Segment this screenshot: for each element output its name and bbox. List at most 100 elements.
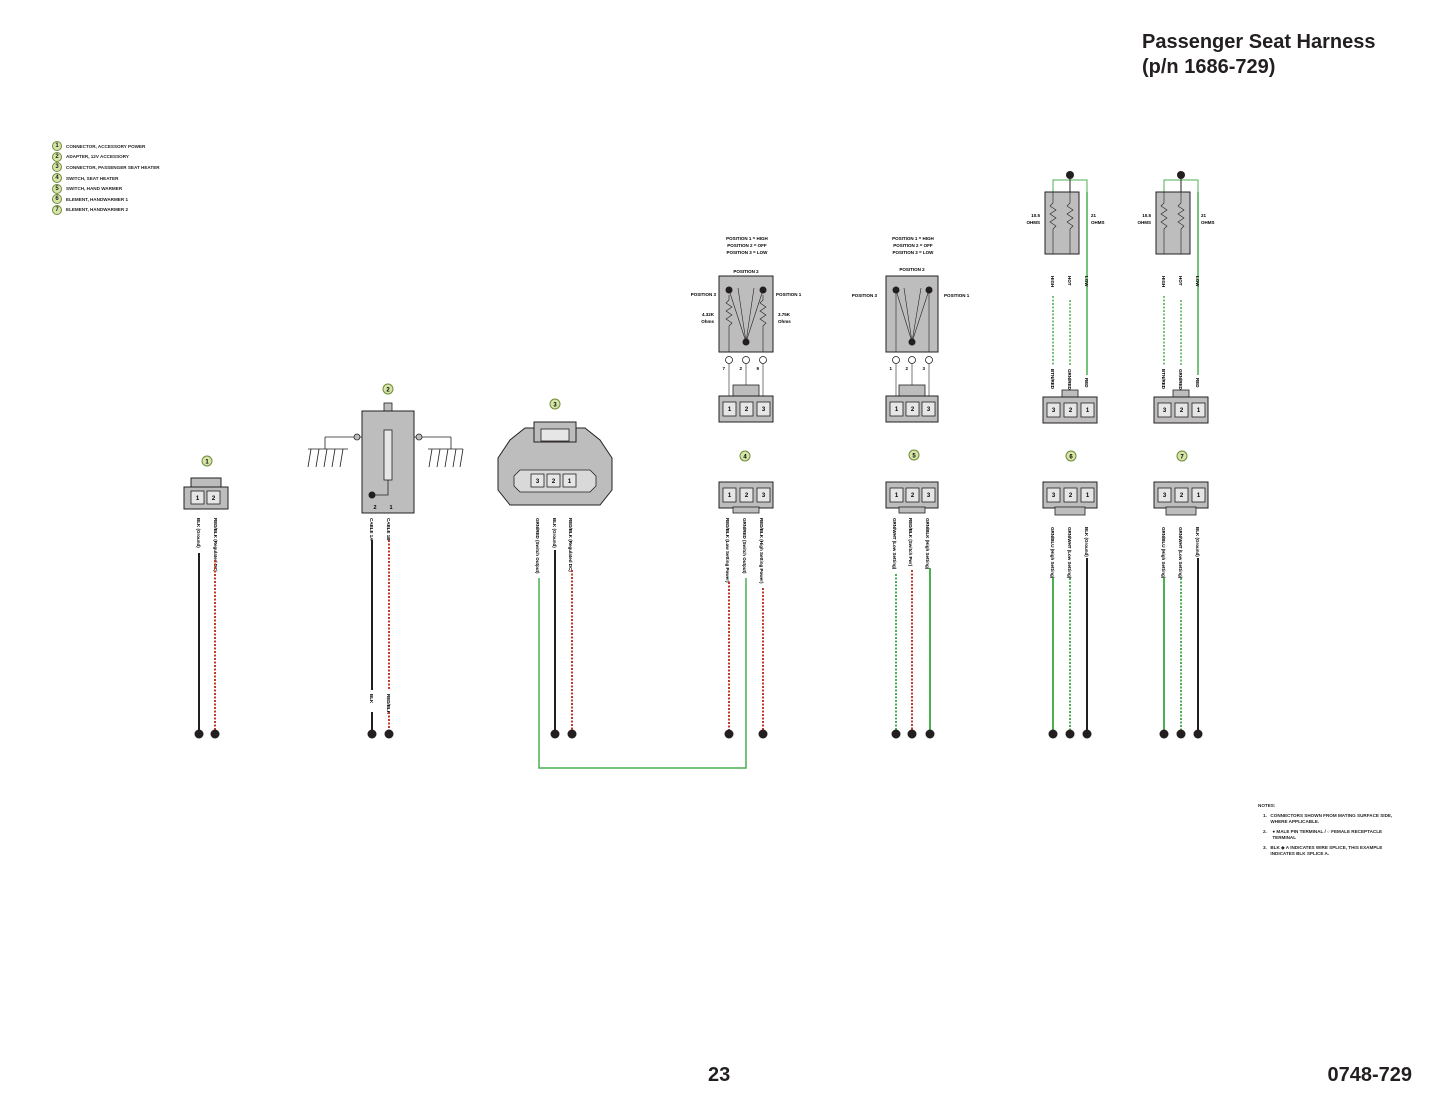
resistance-label: 21 <box>1201 213 1207 218</box>
wire-end-label: GRN/RED <box>1067 369 1072 391</box>
resistance-label: 4.32K <box>702 312 715 317</box>
resistance-label: 3.75K <box>778 312 791 317</box>
svg-text:1: 1 <box>1086 408 1090 414</box>
position-note: POSITION 1 = HIGH <box>726 236 768 241</box>
wire-function-label: HIGH <box>1050 276 1055 287</box>
wire-function-label: HOT <box>1067 276 1072 286</box>
svg-text:3: 3 <box>1163 408 1167 414</box>
legend-badge: 3 <box>52 162 62 173</box>
wire-label: RED/BLK (Regulated DC) <box>568 518 573 572</box>
legend-badge: 4 <box>52 173 62 184</box>
wire-label: GRN/WHT (Low Setting) <box>892 518 897 570</box>
terminal-num: 1 <box>889 366 892 371</box>
position-note: POSITION 3 = LOW <box>727 250 769 255</box>
svg-text:1: 1 <box>728 407 732 413</box>
position-note: POSITION 2 = OFF <box>893 243 933 248</box>
note-item: 2.● MALE PIN TERMINAL / ○ FEMALE RECEPTA… <box>1258 829 1398 841</box>
connector-1-badge <box>201 455 213 467</box>
terminal-num: 2 <box>739 366 742 371</box>
connector-4-badge-num: 4 <box>743 455 747 461</box>
pin-label: 1 <box>895 493 899 499</box>
wire-function-label: LOW <box>1084 276 1089 287</box>
svg-text:2: 2 <box>1180 408 1184 414</box>
position-label: POSITION 1 <box>776 292 802 297</box>
pin-label: 2 <box>911 493 915 499</box>
pin-label: 2 <box>745 493 749 499</box>
connector-2-badge-num: 2 <box>386 388 390 394</box>
position-label: POSITION 2 <box>733 269 759 274</box>
connector-2: 2 2 1 CABLE 1A CABLE 1B BLK RED/BLK <box>307 383 464 739</box>
wire-label: GRN/WHT (Low Setting) <box>1067 527 1072 579</box>
position-label: POSITION 2 <box>899 267 925 272</box>
note-item: 1.CONNECTORS SHOWN FROM MATING SURFACE S… <box>1258 813 1398 825</box>
position-note: POSITION 3 = LOW <box>893 250 935 255</box>
resistance-unit: OHMS <box>1201 220 1215 225</box>
pin-label: 2 <box>552 479 556 485</box>
terminal-num: 9 <box>756 366 759 371</box>
title-line-2: (p/n 1686-729) <box>1142 56 1276 78</box>
wire-end-label: RED <box>1084 378 1089 388</box>
wire-end-label: BTN/RED <box>1161 369 1166 390</box>
legend-label: ADAPTER, 12V ACCESSORY <box>66 154 129 160</box>
document-number: 0748-729 <box>1327 1064 1412 1086</box>
legend-badge: 1 <box>52 141 62 152</box>
connector-5: POSITION 1 = HIGH POSITION 2 = OFF POSIT… <box>852 236 970 739</box>
svg-text:2: 2 <box>745 407 749 413</box>
wire-label: GRN/WHT (Low Setting) <box>1178 527 1183 579</box>
position-label: POSITION 1 <box>944 293 970 298</box>
terminal-num: 2 <box>905 366 908 371</box>
note-text: ● MALE PIN TERMINAL / ○ FEMALE RECEPTACL… <box>1272 829 1383 840</box>
page-title: Passenger Seat Harness (p/n 1686-729) <box>1142 30 1375 80</box>
element-6-body <box>1044 191 1080 255</box>
legend-badge: 7 <box>52 204 62 215</box>
wire-label: BLK (Ground) <box>1195 527 1200 557</box>
wire-end-label: RED/BLK <box>386 694 391 715</box>
wire-label: RED/BLK (Switch Pwr) <box>908 518 913 567</box>
position-note: POSITION 1 = HIGH <box>892 236 934 241</box>
pin-label: 1 <box>728 493 732 499</box>
position-label: POSITION 3 <box>852 293 878 298</box>
wire-end-label: RED <box>1195 378 1200 388</box>
terminal-male <box>194 729 204 739</box>
resistance-unit: Ohms <box>778 319 791 324</box>
resistance-label: 21 <box>1091 213 1097 218</box>
connector-7: 10.5 OHMS 21 OHMS HIGH HOT LOW BTN/RED G… <box>1138 171 1215 739</box>
connector-6-badge-num: 6 <box>1069 455 1073 461</box>
legend-item: 1 CONNECTOR, ACCESSORY POWER <box>52 141 160 152</box>
wire-label: BLK (Ground) <box>196 518 201 548</box>
wire-label: GRN/BLU (High Setting) <box>1050 527 1055 579</box>
pin-label: 3 <box>927 493 931 499</box>
pin-label: 2 <box>373 505 376 511</box>
terminal-num: 3 <box>922 366 925 371</box>
terminal-num: 7 <box>722 366 725 371</box>
wire-end-label: BTN/RED <box>1050 369 1055 390</box>
wire-end-label: GRN/RED <box>1178 369 1183 391</box>
pin-label: 1 <box>1086 493 1090 499</box>
legend-badge: 6 <box>52 194 62 205</box>
wire-function-label: HOT <box>1178 276 1183 286</box>
wire-label: RED/BLK (High Setting Power) <box>759 518 764 584</box>
connector-3-badge-num: 3 <box>553 403 557 409</box>
pin-label: 2 <box>212 496 216 502</box>
wire-function-label: LOW <box>1195 276 1200 287</box>
connector-1-badge-num: 1 <box>205 460 209 466</box>
wire-label: GRN/BLU (High Setting) <box>1161 527 1166 579</box>
resistance-unit: OHMS <box>1027 220 1041 225</box>
legend-label: CONNECTOR, ACCESSORY POWER <box>66 143 146 149</box>
note-text: CONNECTORS SHOWN FROM MATING SURFACE SID… <box>1270 813 1393 824</box>
note-number: 3. <box>1263 845 1267 850</box>
wire-label: RED/BLK (Regulated DC) <box>213 518 218 572</box>
wire-label: CABLE 1A <box>369 518 374 541</box>
title-line-1: Passenger Seat Harness <box>1142 31 1376 53</box>
connector-5-badge-num: 5 <box>912 454 916 460</box>
terminal-male <box>210 729 220 739</box>
svg-text:3: 3 <box>762 407 766 413</box>
position-note: POSITION 2 = OFF <box>727 243 767 248</box>
